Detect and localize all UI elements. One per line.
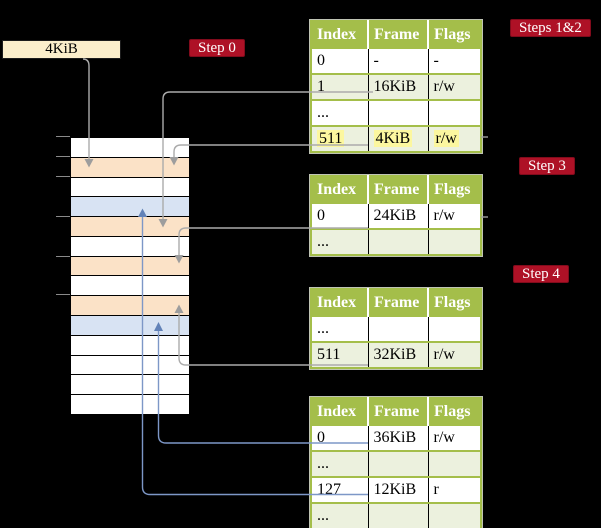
cell-flags: - [427,47,481,74]
page-table-steps-1-2: Index Frame Flags 0 - - 1 16KiB r/w ... … [309,19,483,154]
memory-row [71,375,189,396]
cell-frame [367,99,428,126]
table-row: 127 12KiB r [311,476,481,503]
page-table-step-3: Index Frame Flags 0 24KiB r/w ... [309,174,483,257]
badge-steps-1-2: Steps 1&2 [510,19,591,37]
page-size-label: 4KiB [45,41,78,57]
cell-frame [367,502,428,528]
physical-memory-column [70,137,190,415]
page-size-box: 4KiB [2,40,121,59]
column-header-index: Index [311,289,368,317]
memory-row [71,157,189,178]
table-row: 0 24KiB r/w [311,202,481,229]
cell-flags: r/w [427,341,481,368]
column-header-frame: Frame [367,21,428,49]
column-header-flags: Flags [427,289,481,317]
frame-boundary-tick [56,216,70,217]
table-row: 511 32KiB r/w [311,341,481,368]
column-header-index: Index [311,176,368,204]
cell-index: 1 [311,73,368,100]
highlight: 4KiB [373,130,413,147]
badge-step-0-label: Step 0 [198,40,236,56]
cell-index: ... [311,450,368,477]
highlight: r/w [433,130,459,147]
table-row: ... [311,502,481,528]
column-header-frame: Frame [367,289,428,317]
badge-step-4: Step 4 [513,265,569,283]
cell-index: 0 [311,202,368,229]
memory-row [71,236,189,257]
frame-boundary-tick [56,136,70,137]
column-header-flags: Flags [427,21,481,49]
table-row: ... [311,228,481,255]
badge-step-0: Step 0 [189,39,245,57]
column-header-flags: Flags [427,176,481,204]
cell-frame: - [367,47,428,74]
table-row: ... [311,450,481,477]
cell-flags [427,99,481,126]
table-row: ... [311,99,481,126]
cell-index: 511 [311,125,368,152]
cell-flags [427,315,481,342]
cell-index: 511 [311,341,368,368]
page-table-final-level: Index Frame Flags 0 36KiB r/w ... 127 12… [309,396,483,528]
cell-index: ... [311,315,368,342]
cell-index: ... [311,99,368,126]
frame-boundary-tick [56,176,70,177]
cell-flags: r/w [427,73,481,100]
cell-index: ... [311,502,368,528]
column-header-index: Index [311,21,368,49]
badge-step-3-label: Step 3 [528,158,566,174]
memory-row [71,276,189,297]
page-table-step-4: Index Frame Flags ... 511 32KiB r/w [309,287,483,370]
memory-row [71,177,189,198]
cell-frame [367,450,428,477]
cell-flags: r/w [427,202,481,229]
column-header-frame: Frame [367,176,428,204]
cell-flags: r [427,476,481,503]
table-row-highlighted: 511 4KiB r/w [311,125,481,152]
memory-row [71,335,189,356]
memory-row [71,197,189,218]
memory-row [71,217,189,237]
cell-frame: 4KiB [367,125,428,152]
badge-step-4-label: Step 4 [522,266,560,282]
cell-index: 0 [311,424,368,451]
cell-flags: r/w [427,125,481,152]
column-header-index: Index [311,398,368,426]
memory-row [71,138,189,158]
column-header-frame: Frame [367,398,428,426]
cell-frame [367,315,428,342]
memory-row [71,256,189,277]
frame-boundary-tick [56,256,70,257]
cell-index: ... [311,228,368,255]
memory-row [71,296,189,317]
cell-index: 0 [311,47,368,74]
cell-frame: 24KiB [367,202,428,229]
cell-index: 127 [311,476,368,503]
cell-flags [427,228,481,255]
cell-flags [427,450,481,477]
cell-frame [367,228,428,255]
cell-flags: r/w [427,424,481,451]
highlight: 511 [317,130,345,147]
cell-frame: 36KiB [367,424,428,451]
table-row: ... [311,315,481,342]
cell-flags [427,502,481,528]
memory-row [71,355,189,376]
frame-boundary-tick [56,156,70,157]
cell-frame: 16KiB [367,73,428,100]
table-row: 1 16KiB r/w [311,73,481,100]
table-row: 0 - - [311,47,481,74]
cell-frame: 12KiB [367,476,428,503]
cell-frame: 32KiB [367,341,428,368]
table-row: 0 36KiB r/w [311,424,481,451]
column-header-flags: Flags [427,398,481,426]
frame-boundary-tick [56,294,70,295]
memory-row [71,395,189,414]
badge-step-3: Step 3 [519,157,575,175]
memory-row [71,316,189,336]
badge-steps-1-2-label: Steps 1&2 [519,20,582,36]
